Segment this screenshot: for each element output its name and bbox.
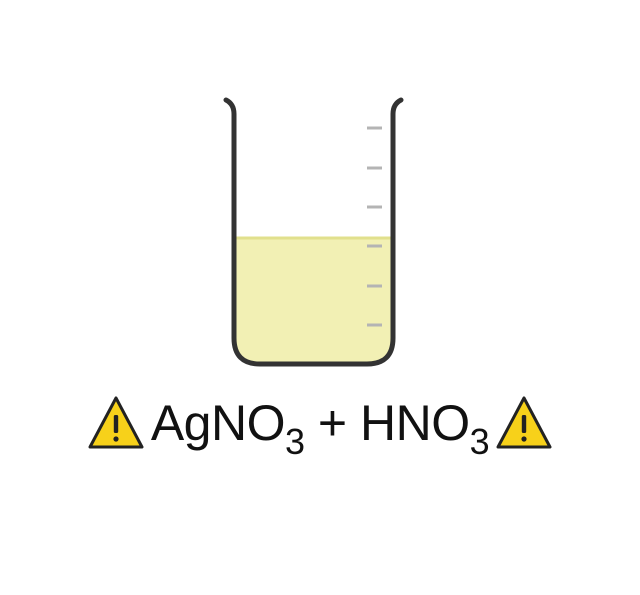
- graduation-marks: [367, 126, 382, 327]
- beaker: [223, 97, 404, 367]
- reagent-2-subscript: 3: [469, 421, 490, 462]
- plus-operator: +: [317, 395, 347, 451]
- reagent-1-subscript: 3: [284, 421, 305, 462]
- warning-triangle-icon: [88, 396, 144, 449]
- beaker-glass: [223, 97, 404, 367]
- warning-triangle-icon: [496, 396, 552, 449]
- reagent-2-formula: HNO: [360, 395, 470, 451]
- reaction-label: AgNO3 + HNO3: [0, 378, 640, 468]
- solution-liquid: [236, 238, 391, 362]
- reaction-formula: AgNO3 + HNO3: [150, 395, 490, 460]
- reagent-1-formula: AgNO: [150, 395, 286, 451]
